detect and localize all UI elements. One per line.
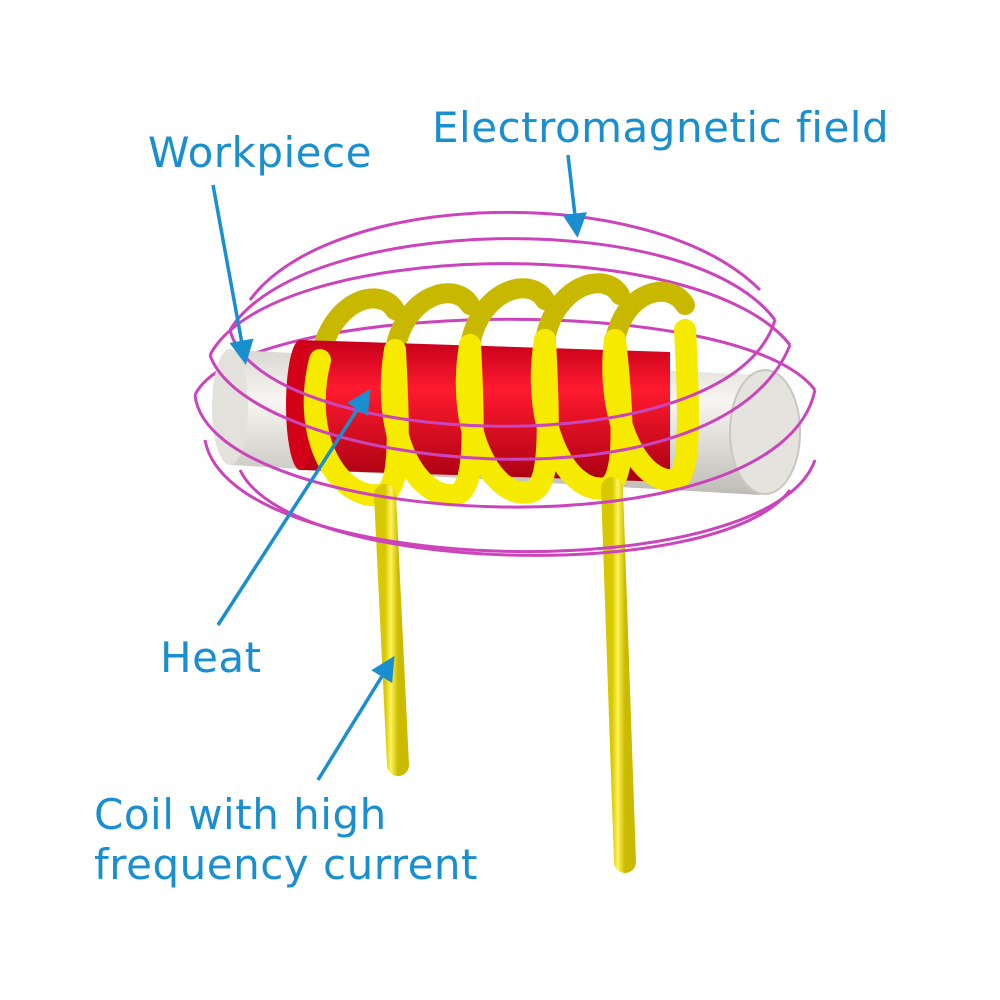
field-loop — [228, 319, 777, 428]
field-loop-back — [208, 262, 792, 356]
field-loop — [193, 389, 817, 509]
label-coil-line1: Coil with high — [94, 790, 387, 839]
field-loop — [203, 439, 817, 554]
coil-turn-back — [385, 283, 480, 360]
coil-lead-left — [374, 484, 409, 776]
coil-lead-right — [601, 477, 636, 873]
coil-turn-back — [605, 281, 695, 350]
label-coil: Coil with high frequency current — [94, 790, 478, 891]
coil-turn — [602, 319, 699, 492]
field-loop-back — [248, 210, 762, 301]
workpiece-end-face — [729, 369, 801, 495]
field-loop — [208, 344, 792, 461]
arrow-icon — [211, 184, 254, 365]
workpiece-cylinder — [212, 340, 801, 495]
label-electromagnetic-field: Electromagnetic field — [432, 103, 890, 152]
workpiece-left-end — [212, 349, 248, 465]
arrow-icon — [216, 388, 371, 626]
field-loop-back — [228, 237, 777, 331]
label-heat: Heat — [160, 633, 262, 682]
arrow-icon — [316, 655, 395, 781]
pointer-arrows — [211, 154, 587, 781]
label-workpiece: Workpiece — [148, 128, 372, 177]
label-coil-line2: frequency current — [94, 840, 479, 890]
field-loop — [238, 469, 792, 557]
coil-turn-back — [460, 278, 555, 355]
arrow-icon — [562, 154, 587, 238]
field-lines-front — [193, 319, 817, 557]
coil-turn-back — [535, 273, 630, 350]
